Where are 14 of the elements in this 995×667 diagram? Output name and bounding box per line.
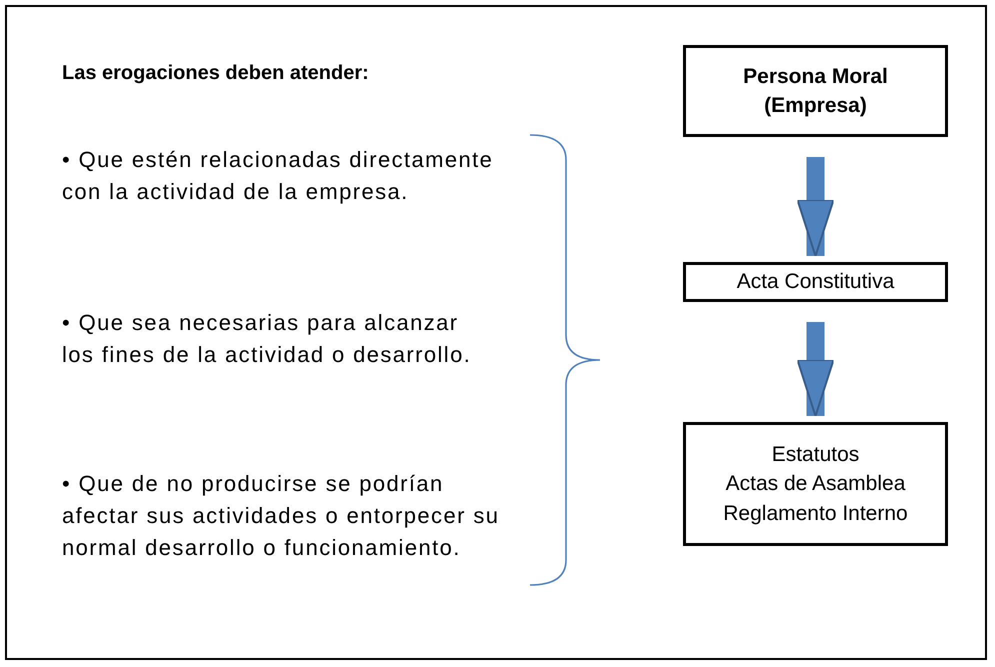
bullet-text: • Que estén relacionadas directamente con la actividad de la empresa. [62, 146, 494, 206]
node-text: Estatutos [770, 442, 860, 468]
block-arrow [796, 157, 834, 257]
node-text: Actas de Asamblea [724, 471, 906, 498]
node-text: Acta Constitutiva [736, 269, 896, 296]
block-arrow [796, 322, 834, 417]
node-title: Persona Moral (Empresa) [742, 64, 889, 119]
node-text: Reglamento Interno [722, 500, 909, 527]
process-box [683, 422, 948, 546]
bullet-text: • Que sea necesarias para alcanzar los fines de la actividad o desarrollo. [62, 309, 472, 369]
process-box [683, 45, 948, 137]
bullet-text: • Que de no producirse se podrían afectar sus actividades o entorpecer su normal desarrollo o funcionamiento. [62, 470, 500, 562]
process-box [683, 262, 948, 302]
heading: Las erogaciones deben atender: [62, 62, 369, 85]
